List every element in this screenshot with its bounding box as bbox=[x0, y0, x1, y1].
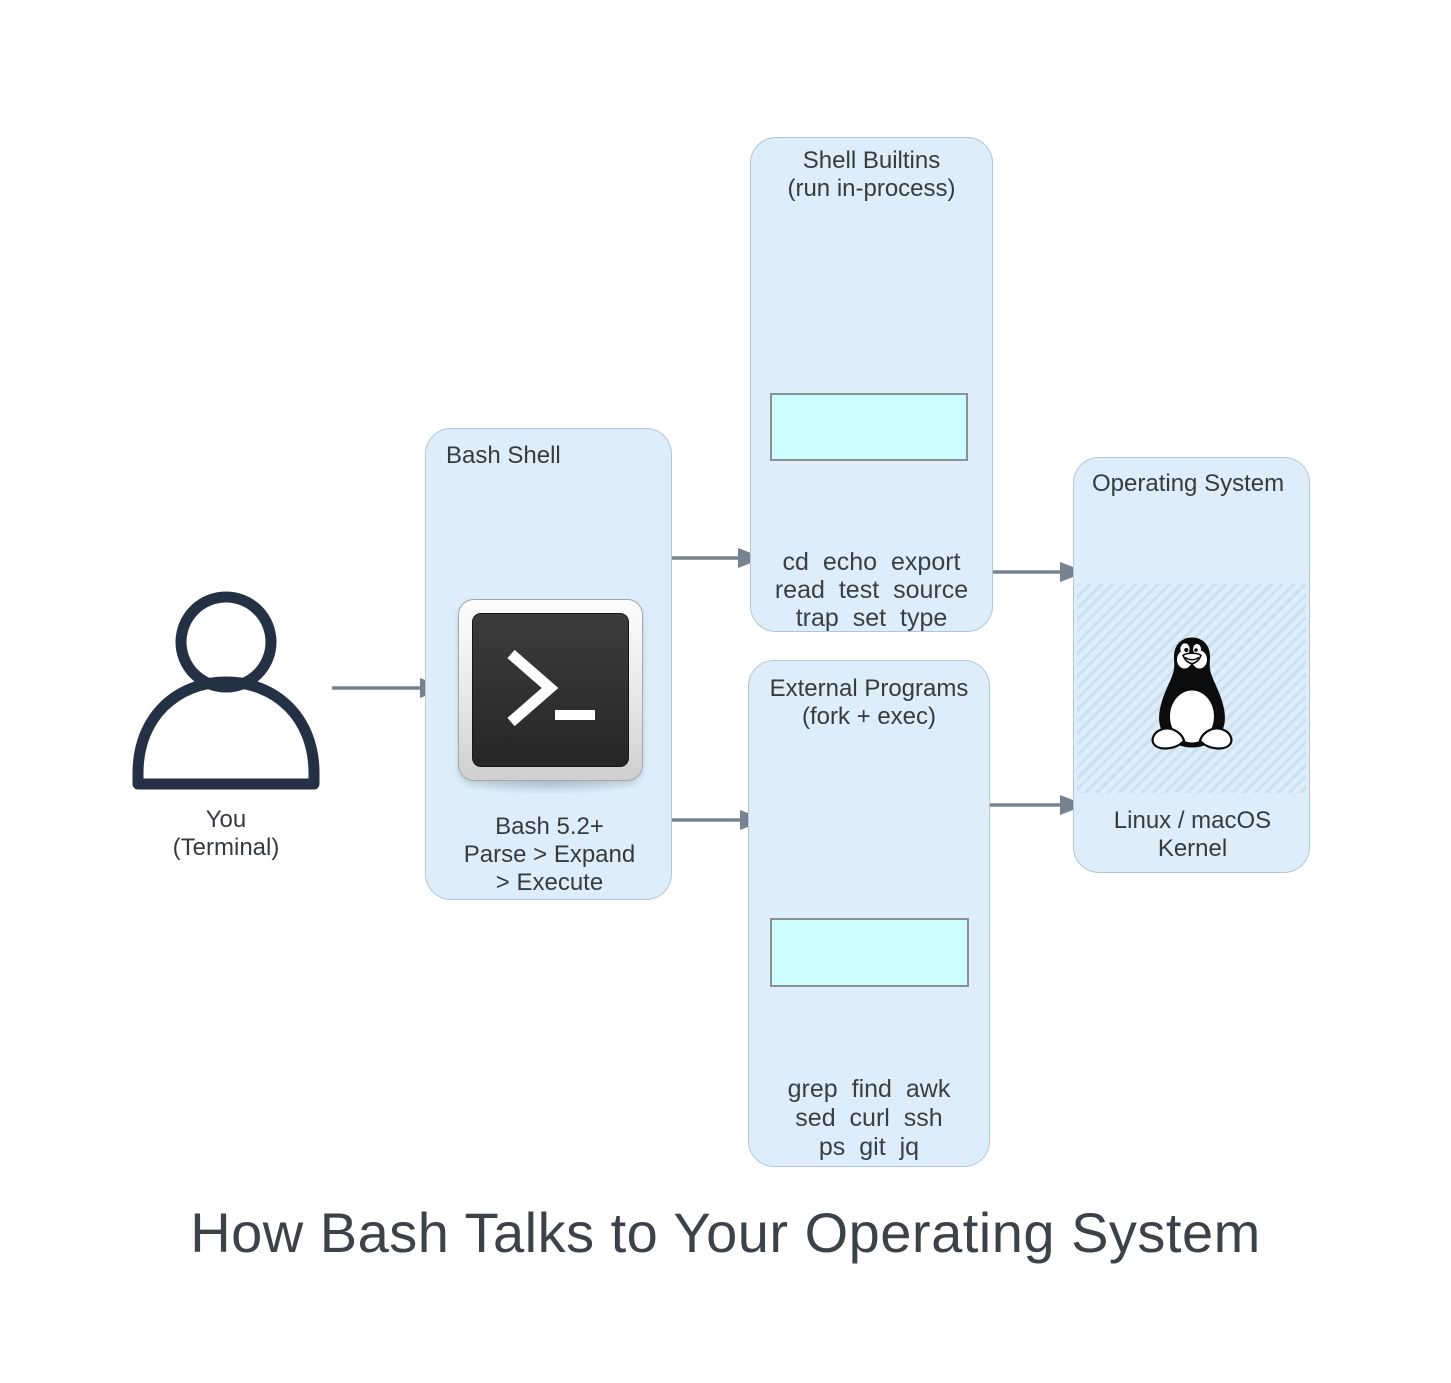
bash-pipeline-line2: > Execute bbox=[495, 869, 604, 896]
bash-version-line: Bash 5.2+ bbox=[495, 813, 604, 840]
kernel-label-line1: Linux / macOS bbox=[1113, 807, 1272, 834]
builtins-commands-line2: read test source bbox=[774, 576, 969, 604]
user-label-line2: (Terminal) bbox=[172, 834, 280, 861]
terminal-prompt-glyph bbox=[507, 649, 595, 727]
external-programs-commands: grep find awk sed curl ssh ps git jq bbox=[749, 1075, 989, 1162]
external-programs-node: External Programs (fork + exec) grep fin… bbox=[748, 660, 990, 1167]
external-programs-header-line1: External Programs bbox=[769, 675, 969, 702]
shell-builtins-header-line1: Shell Builtins bbox=[802, 147, 941, 174]
terminal-icon bbox=[458, 599, 643, 781]
shell-builtins-node: Shell Builtins (run in-process) cd echo … bbox=[750, 137, 993, 632]
external-programs-header: External Programs (fork + exec) bbox=[749, 675, 989, 731]
bash-shell-node: Bash Shell Bash 5.2+ Parse > Expand > Ex… bbox=[425, 428, 672, 900]
builtins-commands-line1: cd echo export bbox=[782, 548, 961, 576]
diagram-title: How Bash Talks to Your Operating System bbox=[190, 1201, 1261, 1264]
user-label: You (Terminal) bbox=[110, 806, 342, 862]
operating-system-header: Operating System bbox=[1092, 470, 1285, 497]
builtins-commands-line3: trap set type bbox=[795, 604, 948, 632]
external-programs-highlight-rect bbox=[770, 918, 969, 987]
shell-builtins-commands: cd echo export read test source trap set… bbox=[751, 548, 992, 632]
external-commands-line1: grep find awk bbox=[787, 1075, 951, 1103]
operating-system-node: Operating System Linux / macOS bbox=[1073, 457, 1310, 873]
bash-pipeline-line1: Parse > Expand bbox=[463, 841, 636, 868]
bash-detail-text: Bash 5.2+ Parse > Expand > Execute bbox=[426, 813, 673, 897]
external-programs-header-line2: (fork + exec) bbox=[801, 703, 937, 730]
person-outline-icon bbox=[132, 591, 320, 790]
external-commands-line2: sed curl ssh bbox=[795, 1104, 943, 1132]
user-label-line1: You bbox=[205, 806, 247, 833]
kernel-label: Linux / macOS Kernel bbox=[1074, 807, 1311, 863]
tux-penguin-icon bbox=[1151, 637, 1233, 750]
shell-builtins-header-line2: (run in-process) bbox=[787, 175, 956, 202]
kernel-label-line2: Kernel bbox=[1157, 835, 1228, 862]
shell-builtins-header: Shell Builtins (run in-process) bbox=[751, 147, 992, 203]
external-commands-line3: ps git jq bbox=[818, 1133, 920, 1161]
bash-shell-header: Bash Shell bbox=[446, 442, 561, 469]
user-figure: You (Terminal) bbox=[110, 585, 342, 865]
shell-builtins-highlight-rect bbox=[770, 393, 968, 461]
